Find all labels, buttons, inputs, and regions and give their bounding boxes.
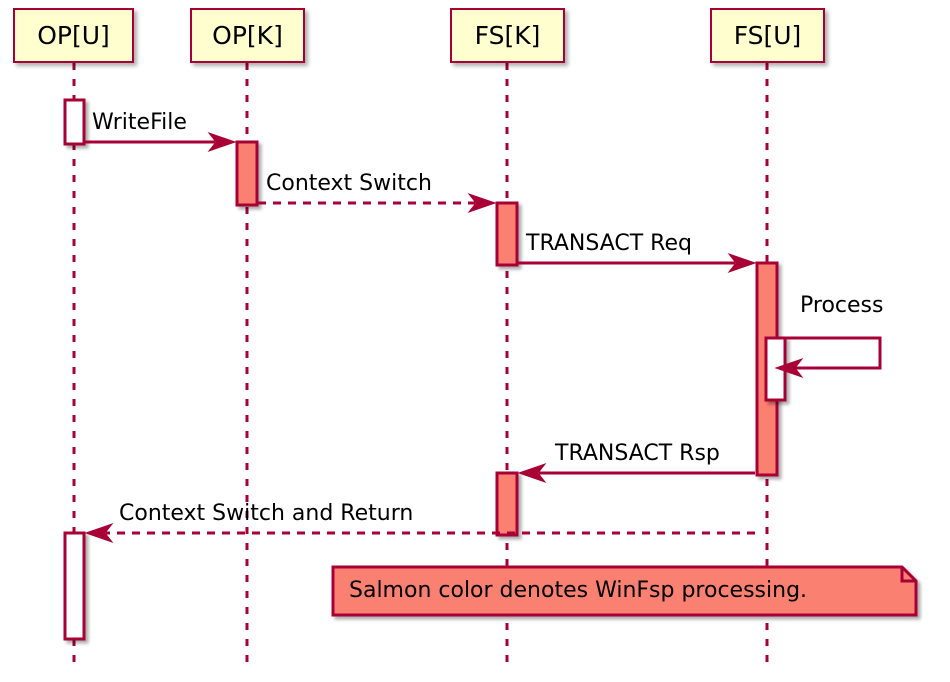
message-label-msg-process: Process (800, 293, 884, 318)
message-label-msg-context-switch-return: Context Switch and Return (119, 501, 414, 526)
activation-act-op-k-1 (235, 140, 259, 207)
message-label-msg-transact-req: TRANSACT Req (526, 231, 692, 256)
message-arrowhead-msg-context-switch-return (84, 522, 114, 544)
participant-label-fs-k: FS[K] (474, 21, 541, 50)
messages-group (84, 131, 882, 544)
note-fold-corner-icon (900, 567, 916, 583)
message-label-msg-transact-rsp: TRANSACT Rsp (555, 441, 720, 466)
participant-label-op-k: OP[K] (212, 21, 283, 50)
participant-label-fs-u: FS[U] (733, 21, 802, 50)
note-group (331, 565, 918, 617)
activation-act-op-u-1 (63, 98, 86, 146)
participant-box-op-k[interactable]: OP[K] (190, 8, 305, 63)
message-arrowhead-msg-transact-rsp (517, 462, 547, 484)
note-text: Salmon color denotes WinFsp processing. (349, 578, 808, 603)
participant-box-op-u[interactable]: OP[U] (13, 8, 134, 63)
participant-box-fs-u[interactable]: FS[U] (710, 8, 825, 63)
participant-label-op-u: OP[U] (37, 21, 110, 50)
message-arrowhead-msg-writefile (207, 131, 237, 153)
activation-act-op-u-2 (63, 531, 86, 641)
message-label-msg-writefile: WriteFile (92, 110, 187, 135)
message-line-msg-process (778, 336, 882, 370)
activation-act-fs-k-1 (495, 201, 519, 267)
participant-box-fs-k[interactable]: FS[K] (450, 8, 565, 63)
message-arrowhead-msg-context-switch (467, 192, 497, 214)
message-arrowhead-msg-transact-req (727, 252, 757, 274)
note-body (331, 565, 918, 617)
activations-group (63, 98, 787, 641)
activation-act-fs-k-2 (495, 471, 519, 537)
message-arrowhead-msg-process (774, 357, 804, 379)
message-label-msg-context-switch: Context Switch (266, 171, 432, 196)
